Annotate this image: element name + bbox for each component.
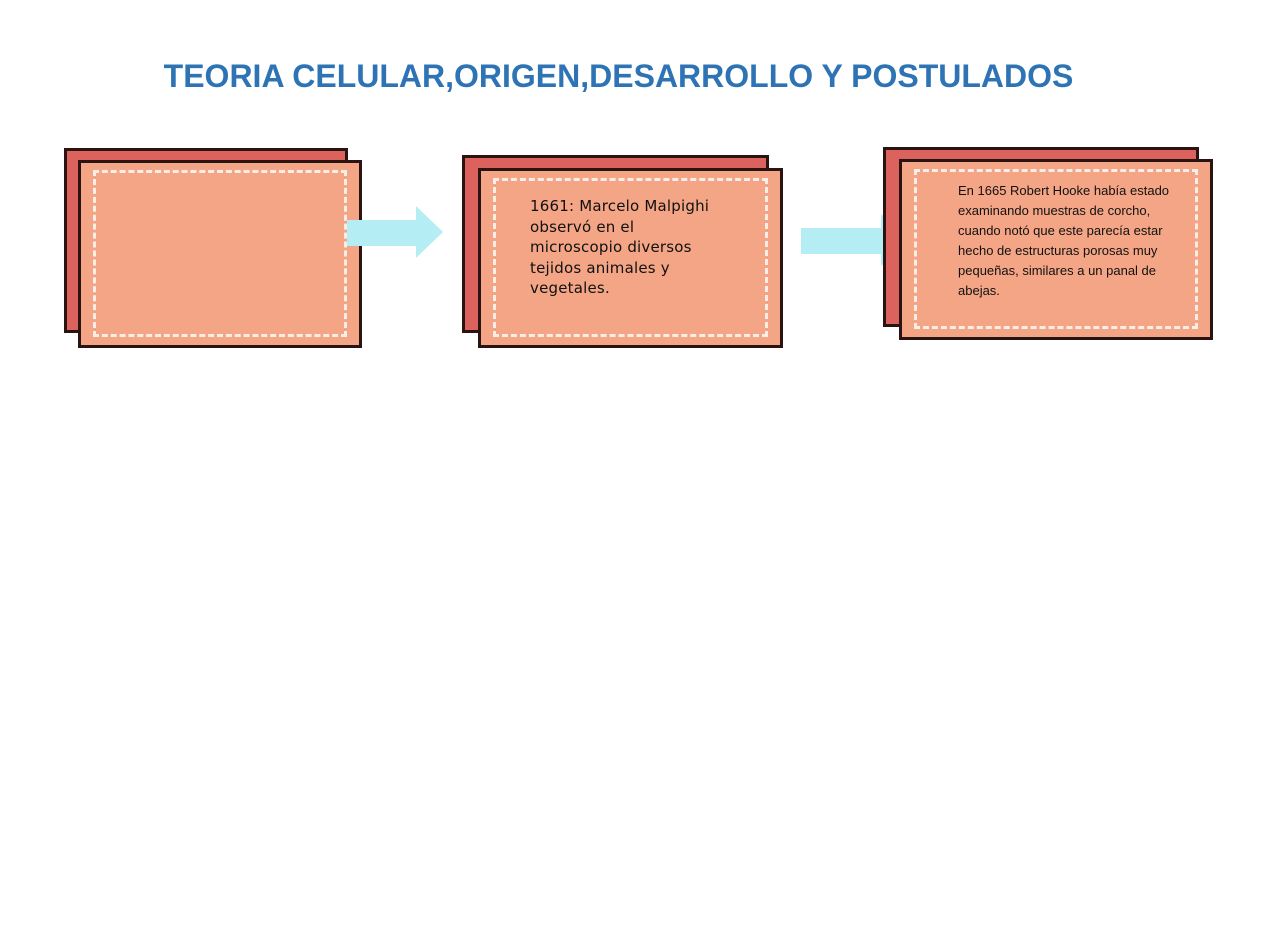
timeline-card-1 (64, 148, 362, 348)
card-3-dashed-border (914, 169, 1198, 329)
timeline-card-3: En 1665 Robert Hooke había estado examin… (883, 147, 1213, 340)
arrow-right-icon (801, 214, 909, 266)
card-3-text: En 1665 Robert Hooke había estado examin… (958, 183, 1170, 298)
card-2-dashed-border (493, 178, 768, 337)
timeline-card-2: 1661: Marcelo Malpighi observó en el mic… (462, 155, 783, 348)
card-2-text: 1661: Marcelo Malpighi observó en el mic… (530, 197, 710, 297)
arrow-right-icon (347, 206, 443, 258)
card-1-front-layer (78, 160, 362, 348)
card-2-front-layer (478, 168, 783, 348)
card-1-dashed-border (93, 170, 347, 337)
card-3-front-layer (899, 159, 1213, 340)
diagram-title: TEORIA CELULAR,ORIGEN,DESARROLLO Y POSTU… (163, 58, 1074, 94)
